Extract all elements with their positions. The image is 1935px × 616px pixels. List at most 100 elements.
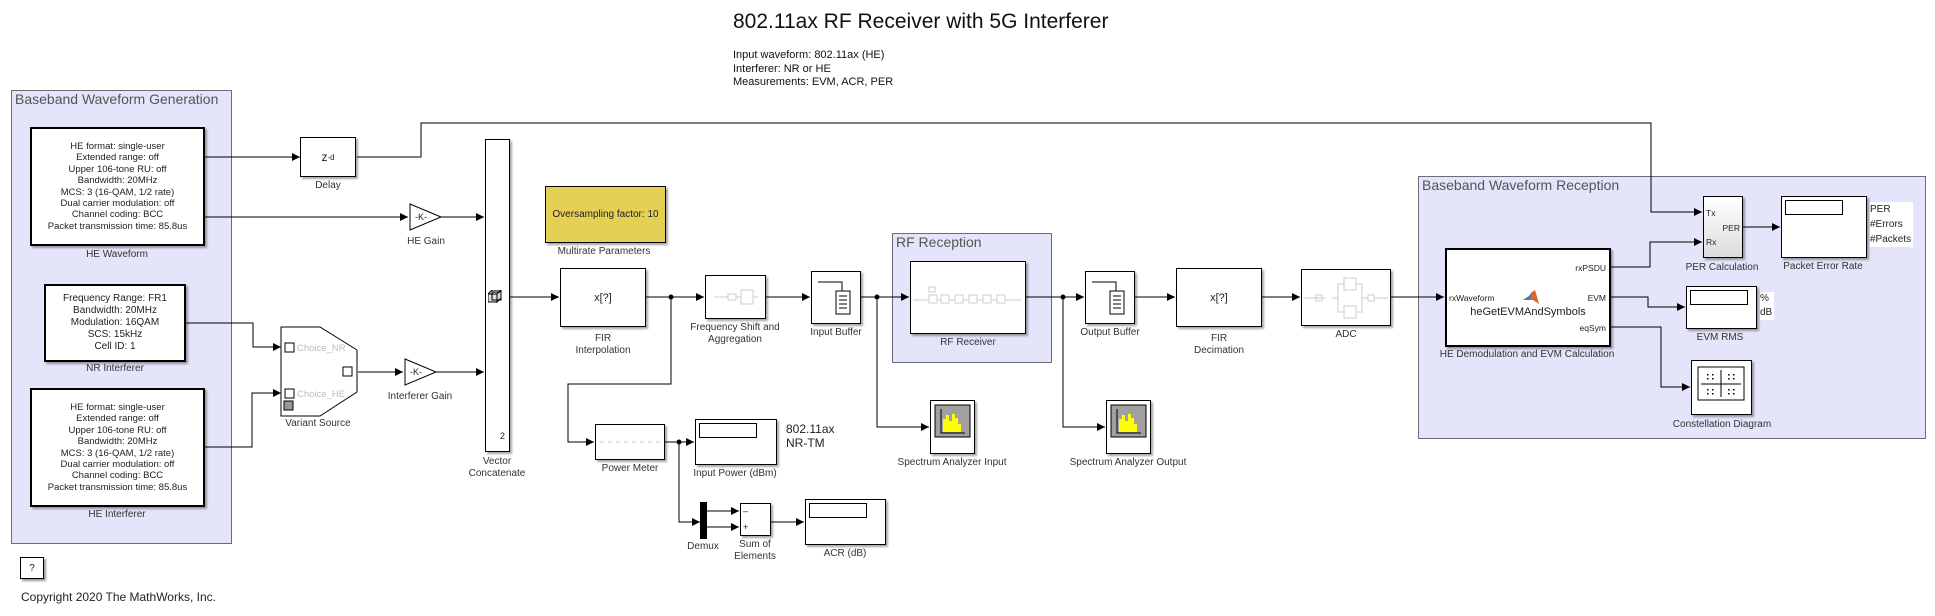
- port-rx: Rx: [1706, 237, 1717, 247]
- input-buffer-label: Input Buffer: [810, 327, 862, 338]
- interferer-gain-block: [404, 358, 438, 386]
- rf-receiver-block[interactable]: [910, 261, 1026, 334]
- subsystem-icon: [913, 286, 1021, 304]
- acr-display[interactable]: [805, 499, 886, 545]
- spectrum-analyzer-input-block[interactable]: [930, 400, 975, 454]
- sum-of-elements-block[interactable]: – +: [740, 503, 771, 536]
- per-calculation-label: PER Calculation: [1685, 262, 1759, 273]
- port-eqsym: eqSym: [1579, 323, 1606, 333]
- signal-line: [1611, 326, 1690, 391]
- he-demodulation-label: HE Demodulation and EVM Calculation: [1439, 349, 1615, 360]
- spectrum-analyzer-input-label: Spectrum Analyzer Input: [897, 457, 1007, 468]
- buffer-icon: [818, 281, 851, 315]
- packet-error-rate-side-labels: PER #Errors #Packets: [1870, 202, 1914, 247]
- power-meter-block[interactable]: [595, 424, 665, 460]
- minus-sign: –: [743, 506, 749, 516]
- spectrum-icon: [1110, 404, 1147, 438]
- multirate-parameters-block[interactable]: Oversampling factor: 10: [545, 186, 666, 243]
- signal-line: [1611, 296, 1685, 311]
- fir-interpolation-block[interactable]: x[?]: [560, 268, 646, 327]
- matlab-icon: [1523, 290, 1539, 309]
- port-rxwaveform: rxWaveform: [1449, 293, 1495, 303]
- subsystem-icon: [1304, 277, 1388, 319]
- adc-label: ADC: [1335, 329, 1357, 340]
- acr-label: ACR (dB): [823, 548, 867, 559]
- delay-block[interactable]: z-d: [300, 137, 356, 177]
- input-power-display[interactable]: [695, 419, 777, 465]
- input-power-label: Input Power (dBm): [693, 468, 777, 479]
- plus-sign: +: [743, 522, 749, 532]
- interferer-gain-text: -K-: [410, 367, 422, 377]
- area-title: Baseband Waveform Generation: [15, 91, 219, 107]
- variant-port-he: Choice_HE: [297, 389, 345, 400]
- signal-line: [876, 297, 929, 431]
- copyright: Copyright 2020 The MathWorks, Inc.: [21, 590, 216, 604]
- delay-text: z-d: [321, 150, 335, 164]
- subsystem-icon: [714, 289, 758, 305]
- multirate-parameters-label: Multirate Parameters: [557, 246, 651, 257]
- oversampling-text: Oversampling factor: 10: [552, 209, 659, 220]
- signal-line: [204, 389, 281, 448]
- port-count: 2: [500, 431, 506, 441]
- fir-decimation-block[interactable]: x[?]: [1176, 268, 1262, 327]
- constellation-diagram-block[interactable]: [1691, 360, 1752, 415]
- output-buffer-block[interactable]: [1085, 271, 1135, 324]
- evm-rms-side-labels: % dB: [1760, 292, 1775, 320]
- output-buffer-label: Output Buffer: [1080, 327, 1140, 338]
- model-title: 802.11ax RF Receiver with 5G Interferer: [733, 10, 1109, 33]
- buffer-icon: [1092, 281, 1125, 315]
- area-title: RF Reception: [896, 234, 982, 250]
- subsystem-icon: [600, 441, 660, 443]
- branch-point: [676, 439, 682, 445]
- port-per: PER: [1722, 223, 1740, 233]
- packet-error-rate-display[interactable]: [1781, 196, 1867, 258]
- signal-line: [1062, 297, 1105, 431]
- signal-line: [678, 442, 700, 526]
- help-button[interactable]: ?: [20, 557, 44, 579]
- spectrum-analyzer-output-block[interactable]: [1106, 400, 1151, 454]
- frequency-shift-block[interactable]: [705, 275, 766, 319]
- he-demodulation-block[interactable]: rxWaveform rxPSDU EVM eqSym heGetEVMAndS…: [1445, 248, 1611, 347]
- fir-decim-text: x[?]: [1210, 291, 1228, 304]
- demux-label: Demux: [687, 541, 719, 552]
- port-rxpsdu: rxPSDU: [1575, 263, 1606, 273]
- port-evm: EVM: [1587, 293, 1606, 303]
- power-meter-label: Power Meter: [601, 463, 659, 474]
- demux-block[interactable]: [700, 502, 707, 539]
- display-value: [809, 503, 867, 518]
- input-buffer-block[interactable]: [811, 271, 861, 324]
- variant-source-label: Variant Source: [285, 418, 351, 429]
- evm-rms-display[interactable]: [1686, 286, 1757, 329]
- signal-line: [357, 122, 1702, 216]
- per-calculation-block[interactable]: Tx Rx PER: [1703, 196, 1743, 258]
- adc-block[interactable]: [1301, 269, 1391, 326]
- port-tx: Tx: [1706, 208, 1716, 218]
- branch-point: [874, 294, 880, 300]
- constellation-icon: [1697, 366, 1745, 401]
- delay-label: Delay: [315, 180, 341, 191]
- cube-icon: [486, 288, 503, 304]
- display-value: [1785, 200, 1843, 215]
- packet-error-rate-label: Packet Error Rate: [1783, 261, 1863, 272]
- interferer-gain-label: Interferer Gain: [387, 391, 453, 402]
- he-gain-text: -K-: [415, 212, 427, 222]
- display-value: [699, 423, 757, 438]
- he-gain-label: HE Gain: [407, 236, 445, 247]
- vector-concatenate-block[interactable]: 2: [485, 139, 510, 452]
- rf-receiver-label: RF Receiver: [940, 337, 996, 348]
- signal-line: [1611, 238, 1702, 268]
- signal-line: [567, 297, 672, 446]
- spectrum-analyzer-output-label: Spectrum Analyzer Output: [1069, 457, 1187, 468]
